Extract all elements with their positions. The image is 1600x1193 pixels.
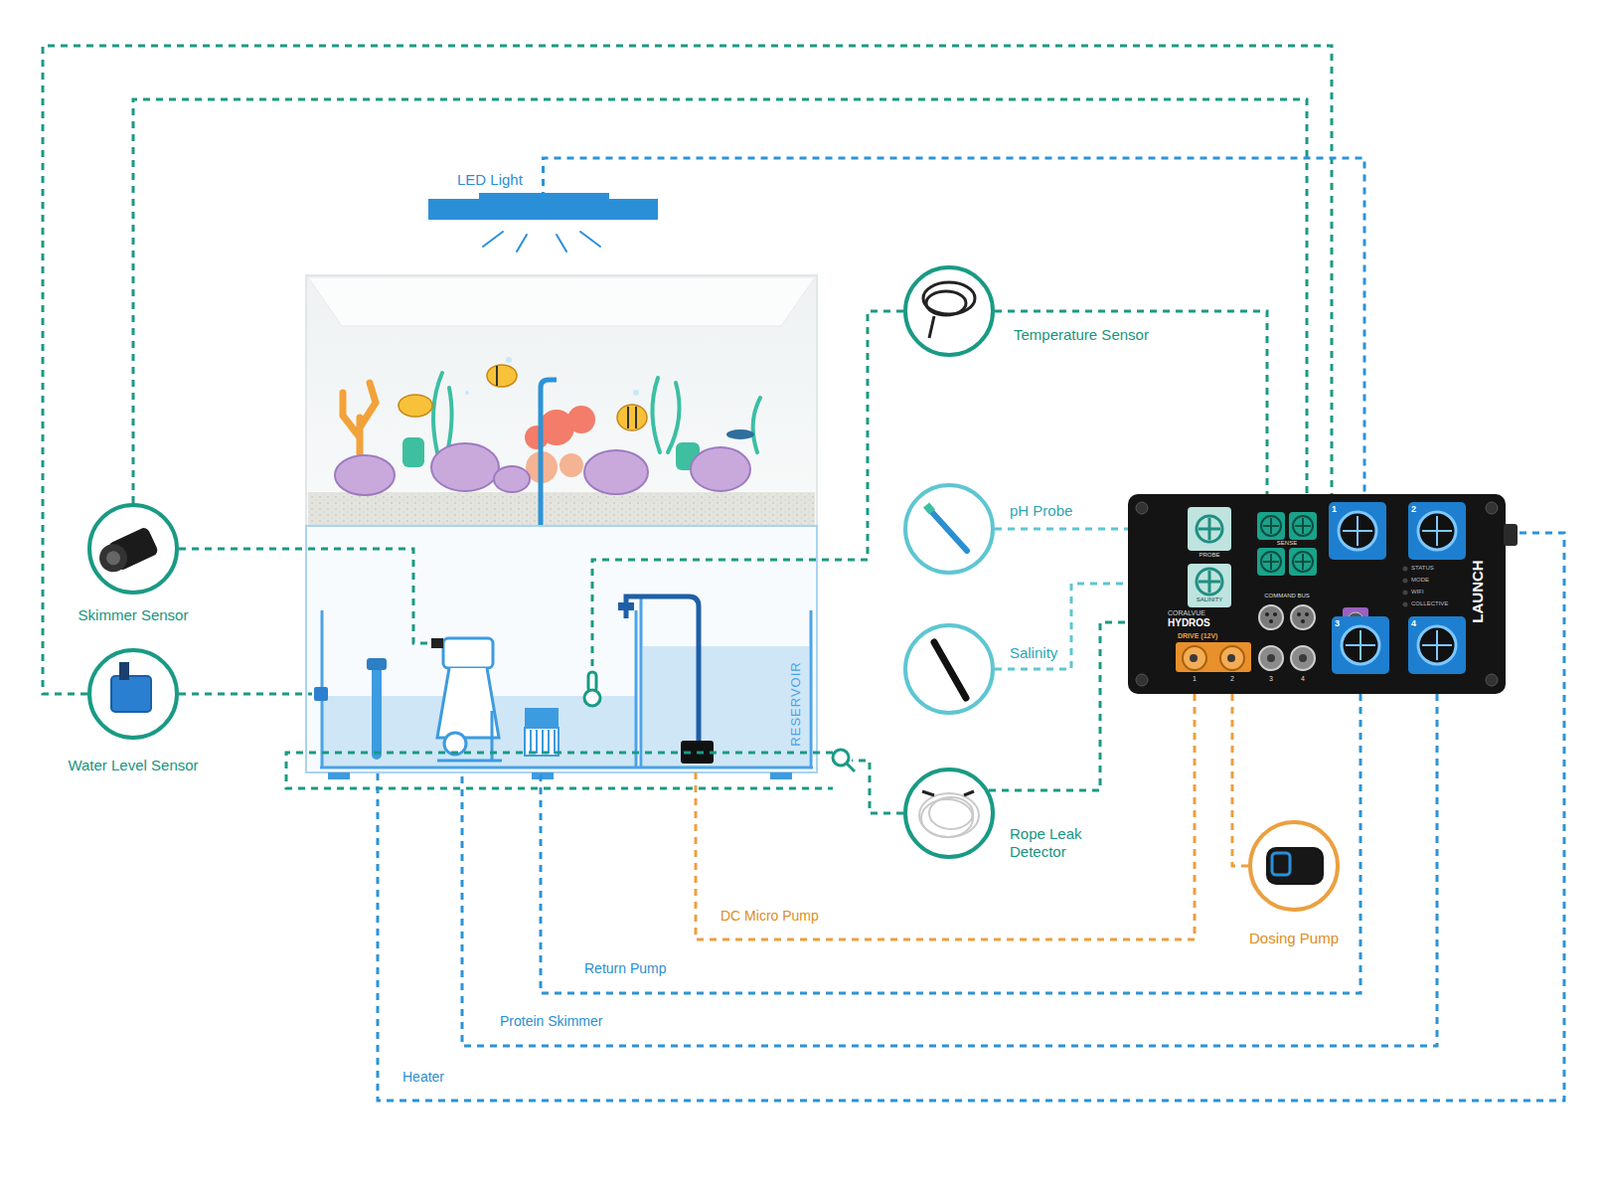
pipe-label: Heater <box>402 1068 445 1085</box>
dashed-connector <box>133 99 1307 503</box>
reservoir-box: RESERVOIR <box>640 602 811 768</box>
port-number: 1 <box>1331 503 1337 514</box>
dashed-connector <box>543 158 1366 494</box>
brand-text: HYDROS <box>1167 617 1211 630</box>
pump-circle: Dosing Pump <box>1248 819 1340 912</box>
status-text: STATUS <box>1411 564 1435 572</box>
node-label: Water Level Sensor <box>47 756 219 774</box>
node-label: Temperature Sensor <box>1013 325 1149 343</box>
port-number: 2 <box>1411 503 1417 514</box>
drive-number: 1 <box>1154 674 1235 683</box>
node-label: LAUNCH <box>1468 559 1486 623</box>
edge-label: DC Micro Pump <box>717 907 822 924</box>
port-label: COMMAND BUS <box>1247 592 1327 600</box>
sensor-circle: Rope Leak Detector <box>903 767 995 859</box>
drive-number: 4 <box>1263 674 1343 683</box>
port-number: 3 <box>1334 618 1340 629</box>
dashed-connector <box>695 693 1195 940</box>
node-label: Dosing Pump <box>1208 929 1380 947</box>
node-label: Salinity <box>1009 643 1058 661</box>
status-text: MODE <box>1411 576 1430 584</box>
status-text: COLLECTIVE <box>1411 600 1448 608</box>
port-label: SENSE <box>1247 539 1327 547</box>
sensor-circle: Skimmer Sensor <box>87 502 179 595</box>
dashed-connector <box>994 311 1268 494</box>
node-label: LED Light <box>457 170 523 188</box>
port-number: 4 <box>1411 618 1417 629</box>
node-label: RESERVOIR <box>789 660 804 746</box>
probe-circle: Salinity <box>903 623 995 715</box>
drive-number: 3 <box>1231 674 1311 683</box>
status-text: WIFI <box>1411 588 1425 596</box>
sensor-circle: Temperature Sensor <box>903 265 995 357</box>
port-label: PROBE <box>1169 551 1250 559</box>
pipe-label: Return Pump <box>584 960 666 976</box>
dashed-connector <box>994 583 1128 669</box>
drive-number: 2 <box>1192 674 1273 683</box>
port-label: SALINITY <box>1169 596 1250 604</box>
brand-text: CORALVUE <box>1167 609 1206 618</box>
node-label: Rope Leak Detector <box>1009 824 1105 861</box>
dashed-connector <box>994 527 1128 531</box>
dashed-connector <box>1232 693 1249 866</box>
dashed-connector <box>988 622 1128 791</box>
port-label: DRIVE (12V) <box>1177 632 1218 640</box>
controller-box: LAUNCH CORALVUEHYDROS PROBE SALINITY SENSE CO… <box>1127 493 1506 694</box>
sensor-circle: Water Level Sensor <box>87 647 179 740</box>
pipe-label: Protein Skimmer <box>499 1012 603 1029</box>
dashed-connector <box>42 45 1332 694</box>
node-label: pH Probe <box>1009 501 1073 519</box>
probe-circle: pH Probe <box>903 482 995 575</box>
node-label: Skimmer Sensor <box>47 606 219 624</box>
led-light-bar: LED Light <box>428 198 658 220</box>
